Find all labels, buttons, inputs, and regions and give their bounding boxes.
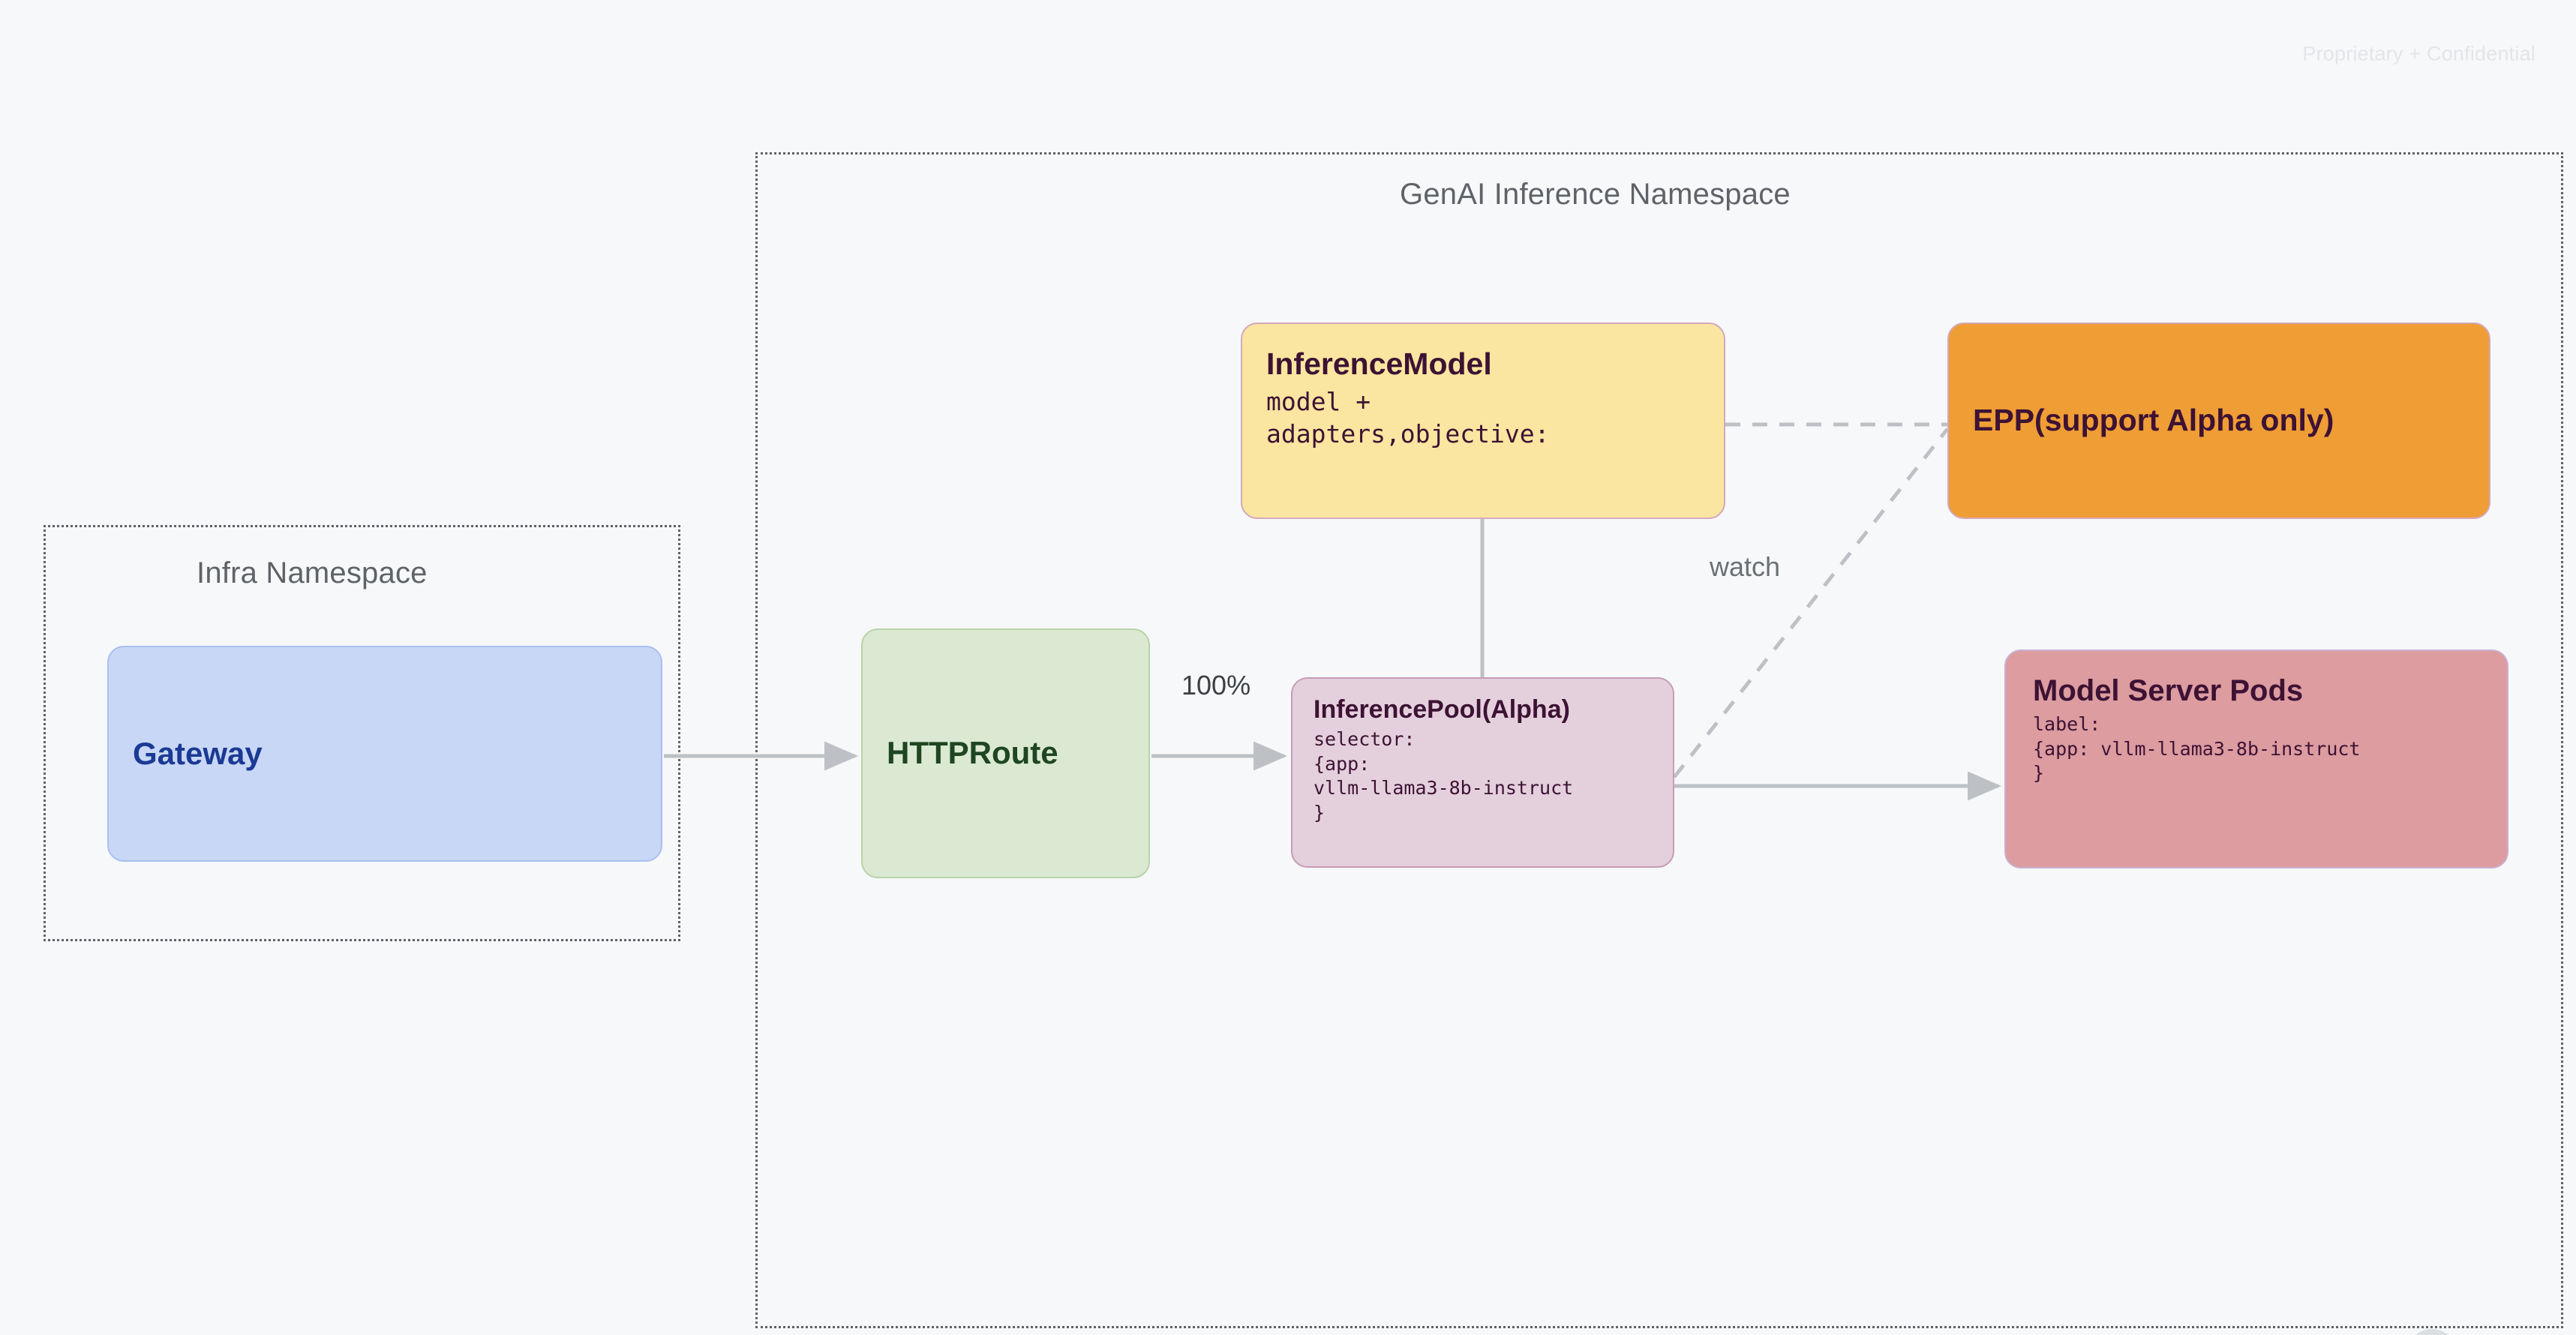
node-epp-title: EPP(support Alpha only) xyxy=(1973,403,2334,438)
edge-label-watch: watch xyxy=(1710,551,1781,582)
corner-logo-mark xyxy=(2415,1329,2448,1335)
namespace-genai-inference xyxy=(755,152,2563,1328)
node-httproute-title: HTTPRoute xyxy=(887,735,1058,771)
node-gateway-title: Gateway xyxy=(133,735,263,771)
namespace-infra xyxy=(44,525,680,941)
confidentiality-watermark: Proprietary + Confidential xyxy=(2302,42,2535,65)
node-model-server-pods-body: label: {app: vllm-llama3-8b-instruct } xyxy=(2033,713,2361,784)
node-epp[interactable]: EPP(support Alpha only) xyxy=(1947,322,2490,519)
node-inference-model[interactable]: InferenceModel model + adapters,objectiv… xyxy=(1241,322,1725,519)
node-inference-pool[interactable]: InferencePool(Alpha) selector: {app: vll… xyxy=(1291,677,1674,868)
node-gateway[interactable]: Gateway xyxy=(107,646,662,862)
node-model-server-pods[interactable]: Model Server Pods label: {app: vllm-llam… xyxy=(2004,650,2508,868)
edge-label-100-percent: 100% xyxy=(1181,670,1251,700)
node-httproute[interactable]: HTTPRoute xyxy=(861,628,1150,878)
node-inference-pool-title: InferencePool(Alpha) xyxy=(1314,695,1570,724)
node-model-server-pods-title: Model Server Pods xyxy=(2033,674,2304,707)
namespace-genai-inference-title: GenAI Inference Namespace xyxy=(1400,178,1791,211)
node-inference-model-title: InferenceModel xyxy=(1266,346,1492,381)
node-inference-pool-body: selector: {app: vllm-llama3-8b-instruct … xyxy=(1314,728,1574,824)
namespace-infra-title: Infra Namespace xyxy=(197,556,428,590)
node-inference-model-body: model + adapters,objective: xyxy=(1266,387,1550,449)
